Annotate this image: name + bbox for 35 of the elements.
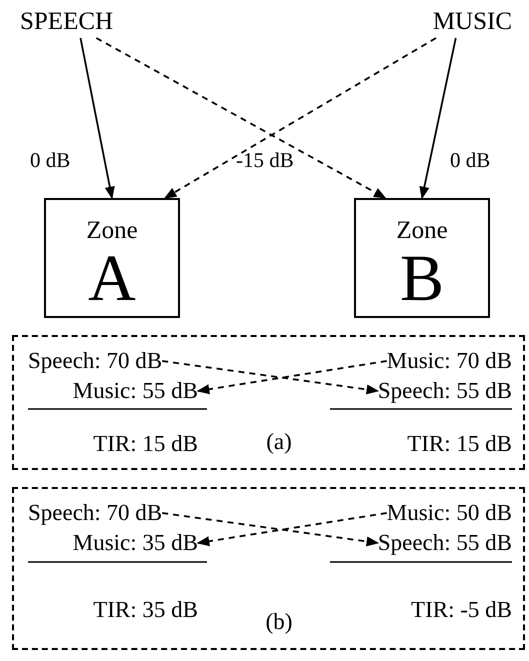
level-text: Music: 35 dB bbox=[72, 529, 198, 557]
arrow bbox=[419, 38, 457, 200]
zone-box bbox=[354, 198, 490, 318]
zone-box bbox=[44, 198, 180, 318]
arrow bbox=[162, 360, 380, 394]
level-text: Speech: 70 dB bbox=[28, 347, 162, 375]
edge-label: 0 dB bbox=[450, 147, 490, 174]
panel-label: (a) bbox=[265, 428, 293, 456]
level-text: TIR: 15 dB bbox=[93, 430, 198, 458]
arrow bbox=[80, 38, 115, 200]
level-text: Music: 55 dB bbox=[72, 377, 198, 405]
zone-label: Zone bbox=[85, 216, 139, 246]
zone-letter: A bbox=[87, 244, 137, 314]
dashed-panel bbox=[12, 487, 525, 650]
level-label: -15 dB bbox=[236, 147, 294, 174]
level-text: Speech: 55 dB bbox=[378, 377, 512, 405]
edge-label: 0 dB bbox=[30, 147, 70, 174]
panel-label: (b) bbox=[264, 608, 294, 636]
arrow bbox=[164, 37, 436, 199]
level-text: TIR: -5 dB bbox=[411, 596, 512, 624]
arrow bbox=[96, 37, 386, 199]
source-label: SPEECH bbox=[20, 6, 114, 38]
level-text: Speech: 55 dB bbox=[378, 529, 512, 557]
level-text: Speech: 70 dB bbox=[28, 499, 162, 527]
level-text: TIR: 15 dB bbox=[407, 430, 512, 458]
dashed-panel bbox=[12, 335, 525, 470]
level-text: Music: 50 dB bbox=[386, 499, 512, 527]
source-label: MUSIC bbox=[432, 6, 512, 38]
level-text: Music: 70 dB bbox=[386, 347, 512, 375]
arrow bbox=[196, 360, 387, 394]
zone-label: Zone bbox=[395, 216, 449, 246]
arrow bbox=[162, 512, 380, 546]
level-text: TIR: 35 dB bbox=[93, 596, 198, 624]
arrow bbox=[196, 512, 387, 546]
zone-letter: B bbox=[398, 244, 446, 314]
